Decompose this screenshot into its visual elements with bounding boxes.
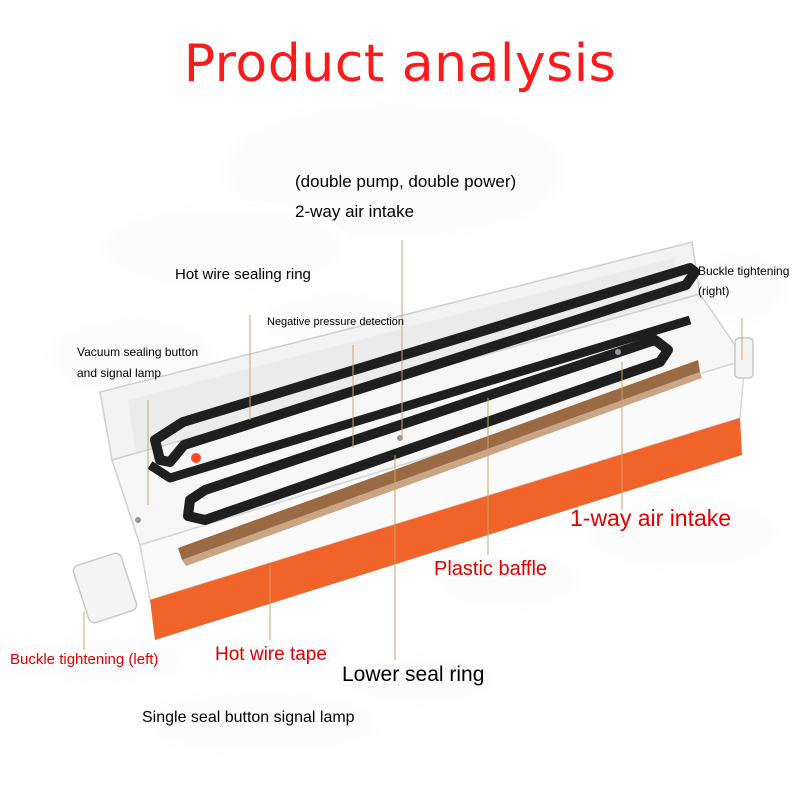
- right-clip: [734, 337, 754, 379]
- bg-cloud: [205, 630, 355, 680]
- label-double-pump: (double pump, double power): [295, 172, 517, 191]
- upper-gasket: [150, 263, 700, 467]
- signal-lamp: [191, 453, 201, 463]
- lower-gasket: [183, 335, 673, 525]
- bg-cloud: [0, 630, 200, 690]
- bg-cloud: [425, 545, 590, 615]
- screw: [615, 349, 621, 355]
- hot-wire-shadow: [182, 372, 702, 566]
- label-vacuum-button-line2: and signal lamp: [77, 366, 162, 380]
- orange-stripe: [150, 418, 742, 640]
- bg-cloud: [135, 685, 390, 760]
- label-negative-pressure: Negative pressure detection: [267, 316, 404, 328]
- label-two-way-intake: 2-way air intake: [295, 202, 415, 221]
- bg-cloud: [575, 490, 790, 575]
- label-buckle-right-line2: (right): [698, 284, 730, 298]
- label-one-way-intake: 1-way air intake: [570, 505, 732, 531]
- hot-wire-tape: [178, 360, 700, 560]
- label-buckle-right: Buckle tightening: [698, 264, 790, 278]
- label-hot-wire-tape: Hot wire tape: [215, 644, 327, 665]
- label-lower-seal-ring: Lower seal ring: [342, 663, 485, 686]
- label-plastic-baffle: Plastic baffle: [434, 558, 548, 580]
- label-vacuum-button: Vacuum sealing button: [77, 345, 199, 359]
- screw: [135, 517, 141, 523]
- label-single-seal: Single seal button signal lamp: [142, 709, 355, 726]
- page-title: Product analysis: [183, 34, 617, 94]
- bg-cloud: [92, 200, 352, 295]
- left-clip: [72, 552, 138, 624]
- label-buckle-left: Buckle tightening (left): [10, 651, 159, 668]
- upper-gasket-line: [147, 315, 692, 483]
- label-hot-wire-ring: Hot wire sealing ring: [175, 266, 311, 283]
